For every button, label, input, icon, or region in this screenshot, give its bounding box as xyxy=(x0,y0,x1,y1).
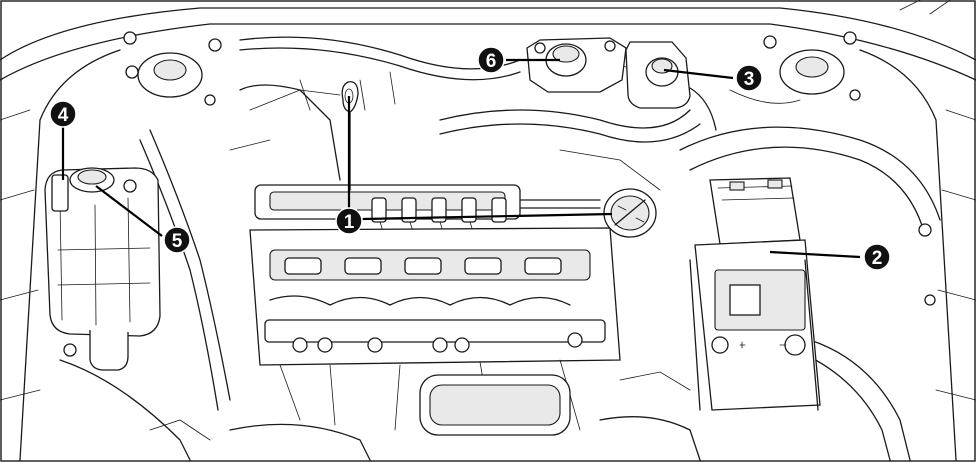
callout-badge-3: 3 xyxy=(735,64,763,92)
coolant-reservoir xyxy=(44,167,161,371)
callout-badge-2: 2 xyxy=(863,243,891,271)
lower-components xyxy=(63,223,936,461)
oil-filler-cap xyxy=(603,188,657,238)
callout-label-1: 1 xyxy=(344,212,355,233)
battery xyxy=(689,239,821,411)
leader-lines xyxy=(61,58,861,259)
callout-badge-5: 5 xyxy=(163,226,191,254)
strut-tower-right xyxy=(763,31,861,101)
callout-label-2: 2 xyxy=(872,248,883,269)
strut-tower-left xyxy=(123,31,222,106)
fuse-box xyxy=(709,177,801,245)
callout-label-6: 6 xyxy=(486,51,497,72)
callout-label-3: 3 xyxy=(744,69,755,90)
callout-badge-6: 6 xyxy=(477,46,505,74)
callout-label-5: 5 xyxy=(172,231,183,252)
engine-block xyxy=(239,71,621,431)
callout-badge-1: 1 xyxy=(335,207,363,235)
leader-5 xyxy=(95,185,163,237)
brake-fluid-reservoir xyxy=(526,37,627,93)
leader-1 xyxy=(347,96,613,221)
fuel-system xyxy=(254,184,601,271)
power-steering-reservoir xyxy=(625,41,717,131)
callout-label-4: 4 xyxy=(58,105,69,126)
callout-badge-4: 4 xyxy=(49,100,77,128)
leader-2 xyxy=(769,250,861,259)
leader-3 xyxy=(663,68,734,80)
